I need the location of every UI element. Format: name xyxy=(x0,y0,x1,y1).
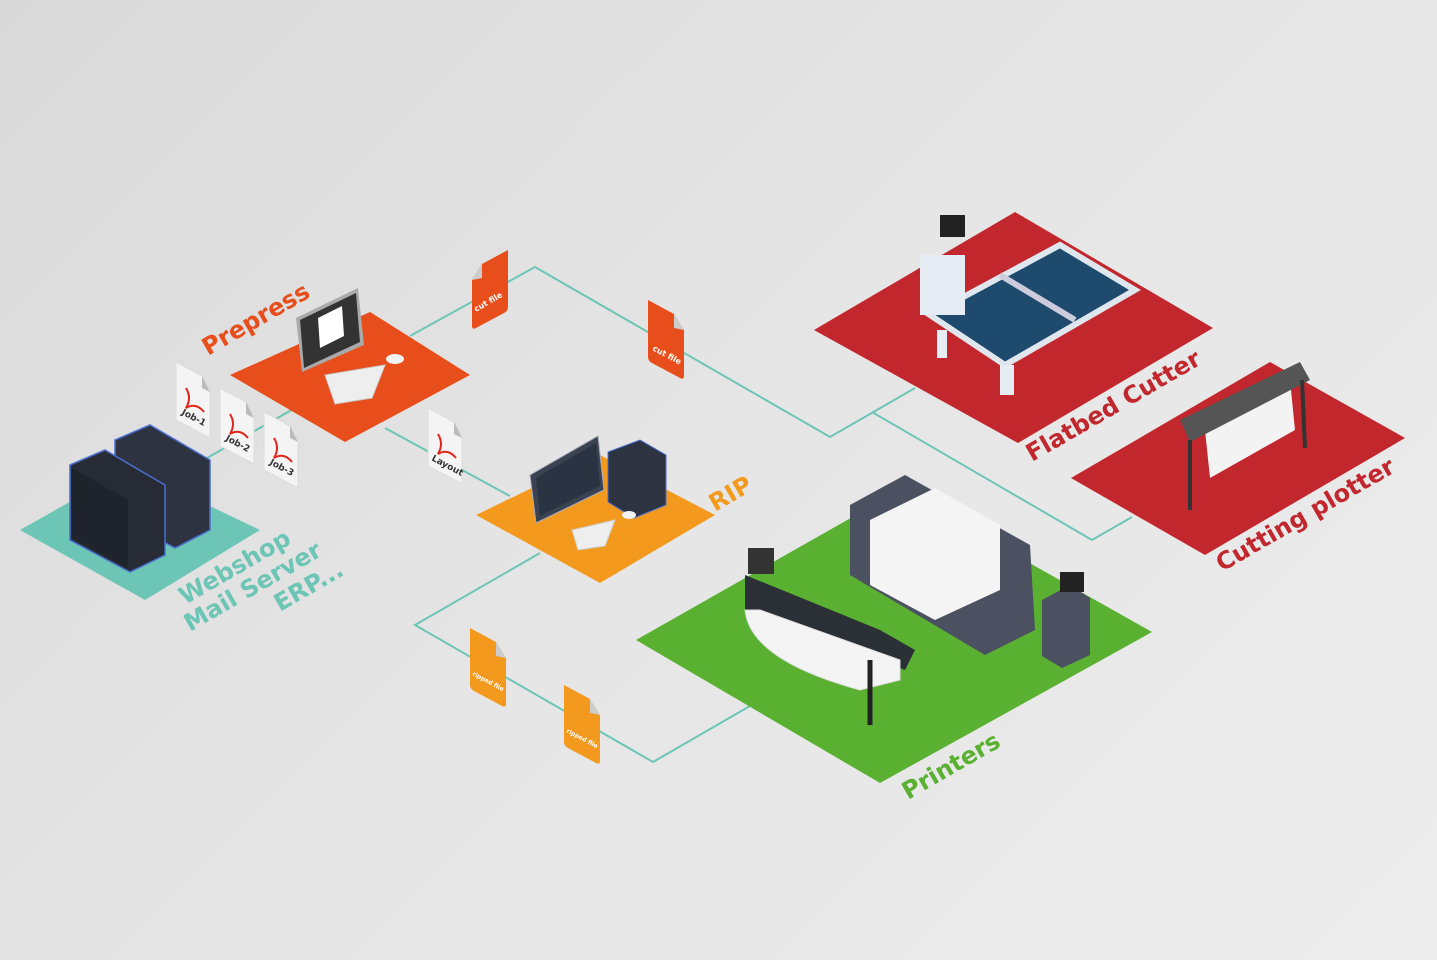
line-rip-printers xyxy=(412,552,751,764)
prepress-computer-icon xyxy=(296,288,404,405)
cut-file-1[interactable] xyxy=(472,250,508,329)
line-to-plotter xyxy=(871,411,1133,542)
printers-icon xyxy=(744,475,1090,725)
rip-label: RIP xyxy=(704,470,757,517)
server-towers-icon xyxy=(69,424,211,573)
flatbed-cutter-icon xyxy=(920,215,1141,395)
rip-computer-icon xyxy=(529,435,667,551)
ripped-file-1[interactable] xyxy=(470,628,506,707)
cutting-plotter-icon xyxy=(1180,362,1310,510)
layout-file[interactable]: Layout xyxy=(427,407,465,485)
cut-file-2[interactable] xyxy=(648,300,684,379)
job-file-3[interactable]: Job-3 xyxy=(263,411,299,489)
job-file-2[interactable]: Job-2 xyxy=(219,387,255,465)
job-file-1[interactable]: Job-1 xyxy=(175,361,211,439)
ripped-file-2[interactable] xyxy=(564,685,600,764)
